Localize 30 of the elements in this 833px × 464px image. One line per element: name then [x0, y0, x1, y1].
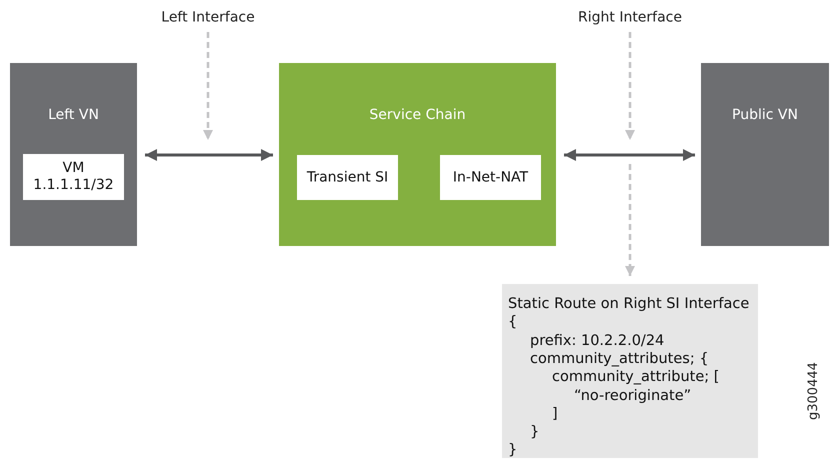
instance-box: [297, 155, 398, 200]
code-line: Static Route on Right SI Interface: [508, 296, 750, 313]
node-label: VM 1.1.1.11/32: [33, 160, 114, 194]
network-box: [701, 63, 829, 246]
dashed-arrow: [203, 32, 213, 140]
dashed-arrow: [625, 164, 635, 276]
node-label: Right Interface: [577, 10, 683, 26]
code-line: community_attribute; [: [552, 369, 720, 386]
code-line: }: [530, 424, 540, 442]
code-line: community_attributes; {: [530, 350, 709, 368]
node-label: Transient SI: [306, 169, 390, 186]
code-line: ]: [552, 406, 558, 423]
node-label: Service Chain: [368, 107, 467, 124]
code-line: }: [508, 442, 518, 460]
network-box: [10, 63, 137, 246]
route-config-box: [502, 284, 758, 458]
node-label: Public VN: [731, 107, 799, 124]
code-line: prefix: 10.2.2.0/24: [530, 332, 664, 350]
double-arrow: [145, 149, 273, 161]
figure-id: g300444: [806, 362, 821, 420]
service-chain-box: [279, 63, 556, 246]
double-arrow: [564, 149, 695, 161]
code-line: {: [508, 314, 518, 332]
code-line: “no-reoriginate”: [574, 388, 692, 404]
instance-box: [23, 154, 124, 200]
node-label: In-Net-NAT: [452, 169, 530, 186]
dashed-arrow: [625, 32, 635, 140]
node-label: Left Interface: [160, 10, 256, 26]
node-label: Left VN: [47, 107, 100, 124]
instance-box: [440, 155, 541, 200]
